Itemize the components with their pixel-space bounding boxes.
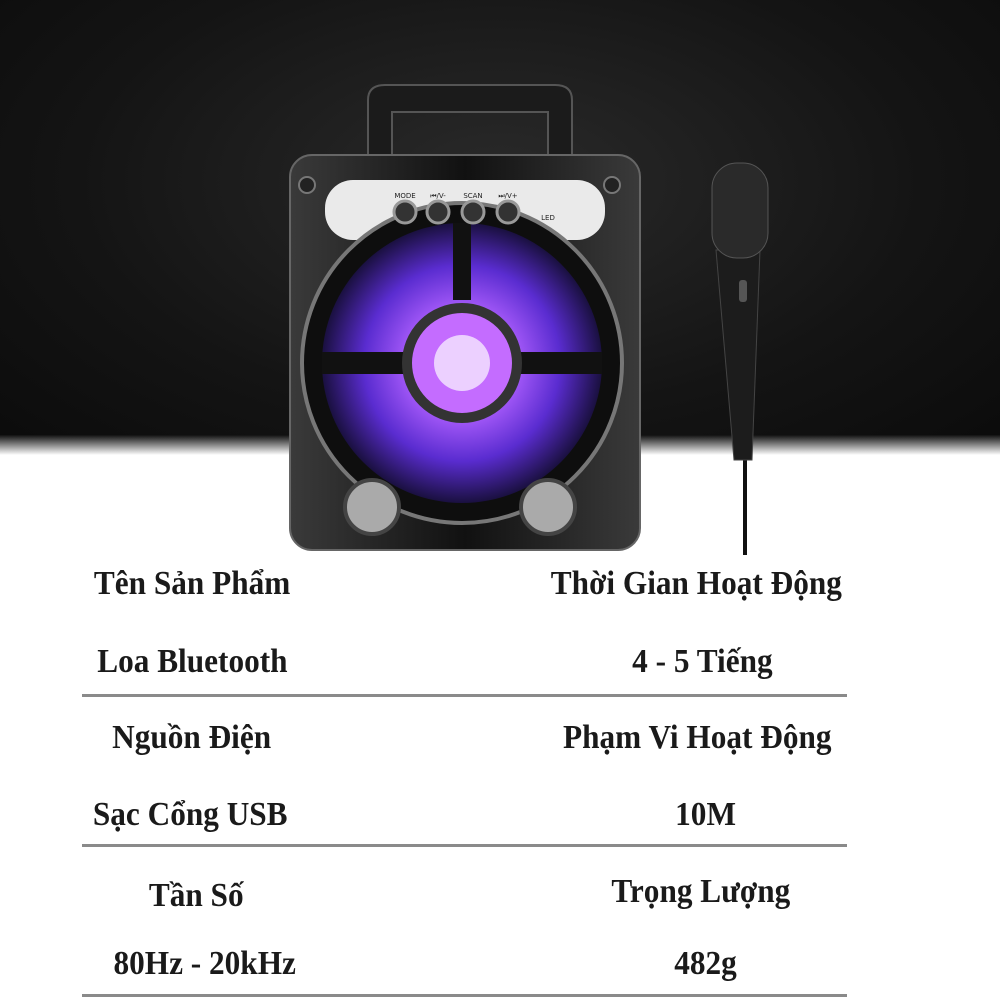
tweeter-left bbox=[343, 478, 401, 536]
mic-head bbox=[711, 162, 769, 259]
spec-label-weight: Trọng Lượng bbox=[611, 873, 791, 910]
scan-label: SCAN bbox=[463, 192, 482, 200]
prev-button bbox=[425, 199, 451, 225]
next-button bbox=[495, 199, 521, 225]
handle bbox=[367, 84, 573, 161]
scan-button bbox=[460, 199, 486, 225]
next-label: ⏭/V+ bbox=[498, 192, 517, 200]
spec-value-weight: 482g bbox=[674, 945, 737, 982]
prev-label: ⏮/V- bbox=[430, 192, 446, 200]
spec-label-product-name: Tên Sản Phẩm bbox=[93, 565, 291, 602]
spec-value-frequency: 80Hz - 20kHz bbox=[113, 945, 296, 982]
spec-value-operating-time: 4 - 5 Tiếng bbox=[632, 643, 773, 680]
mode-button bbox=[392, 199, 418, 225]
tweeter-right bbox=[519, 478, 577, 536]
control-buttons: MODE ⏮/V- SCAN ⏭/V+ LED bbox=[392, 192, 555, 225]
mode-label: MODE bbox=[394, 192, 415, 200]
microphone bbox=[711, 162, 769, 555]
led-label: LED bbox=[541, 214, 555, 222]
spec-label-operating-time: Thời Gian Hoạt Động bbox=[550, 565, 842, 602]
spec-value-range: 10M bbox=[675, 796, 736, 833]
mic-switch bbox=[739, 280, 747, 302]
product-image: MODE ⏮/V- SCAN ⏭/V+ LED bbox=[289, 84, 769, 555]
spec-label-frequency: Tần Số bbox=[148, 877, 244, 914]
speaker: MODE ⏮/V- SCAN ⏭/V+ LED bbox=[289, 84, 641, 551]
spec-label-power: Nguồn Điện bbox=[112, 719, 272, 756]
spec-value-power: Sạc Cổng USB bbox=[92, 796, 288, 833]
divider bbox=[82, 844, 847, 847]
divider bbox=[82, 994, 847, 997]
spec-value-product-name: Loa Bluetooth bbox=[97, 643, 288, 680]
spec-label-range: Phạm Vi Hoạt Động bbox=[563, 719, 832, 756]
divider bbox=[82, 694, 847, 697]
